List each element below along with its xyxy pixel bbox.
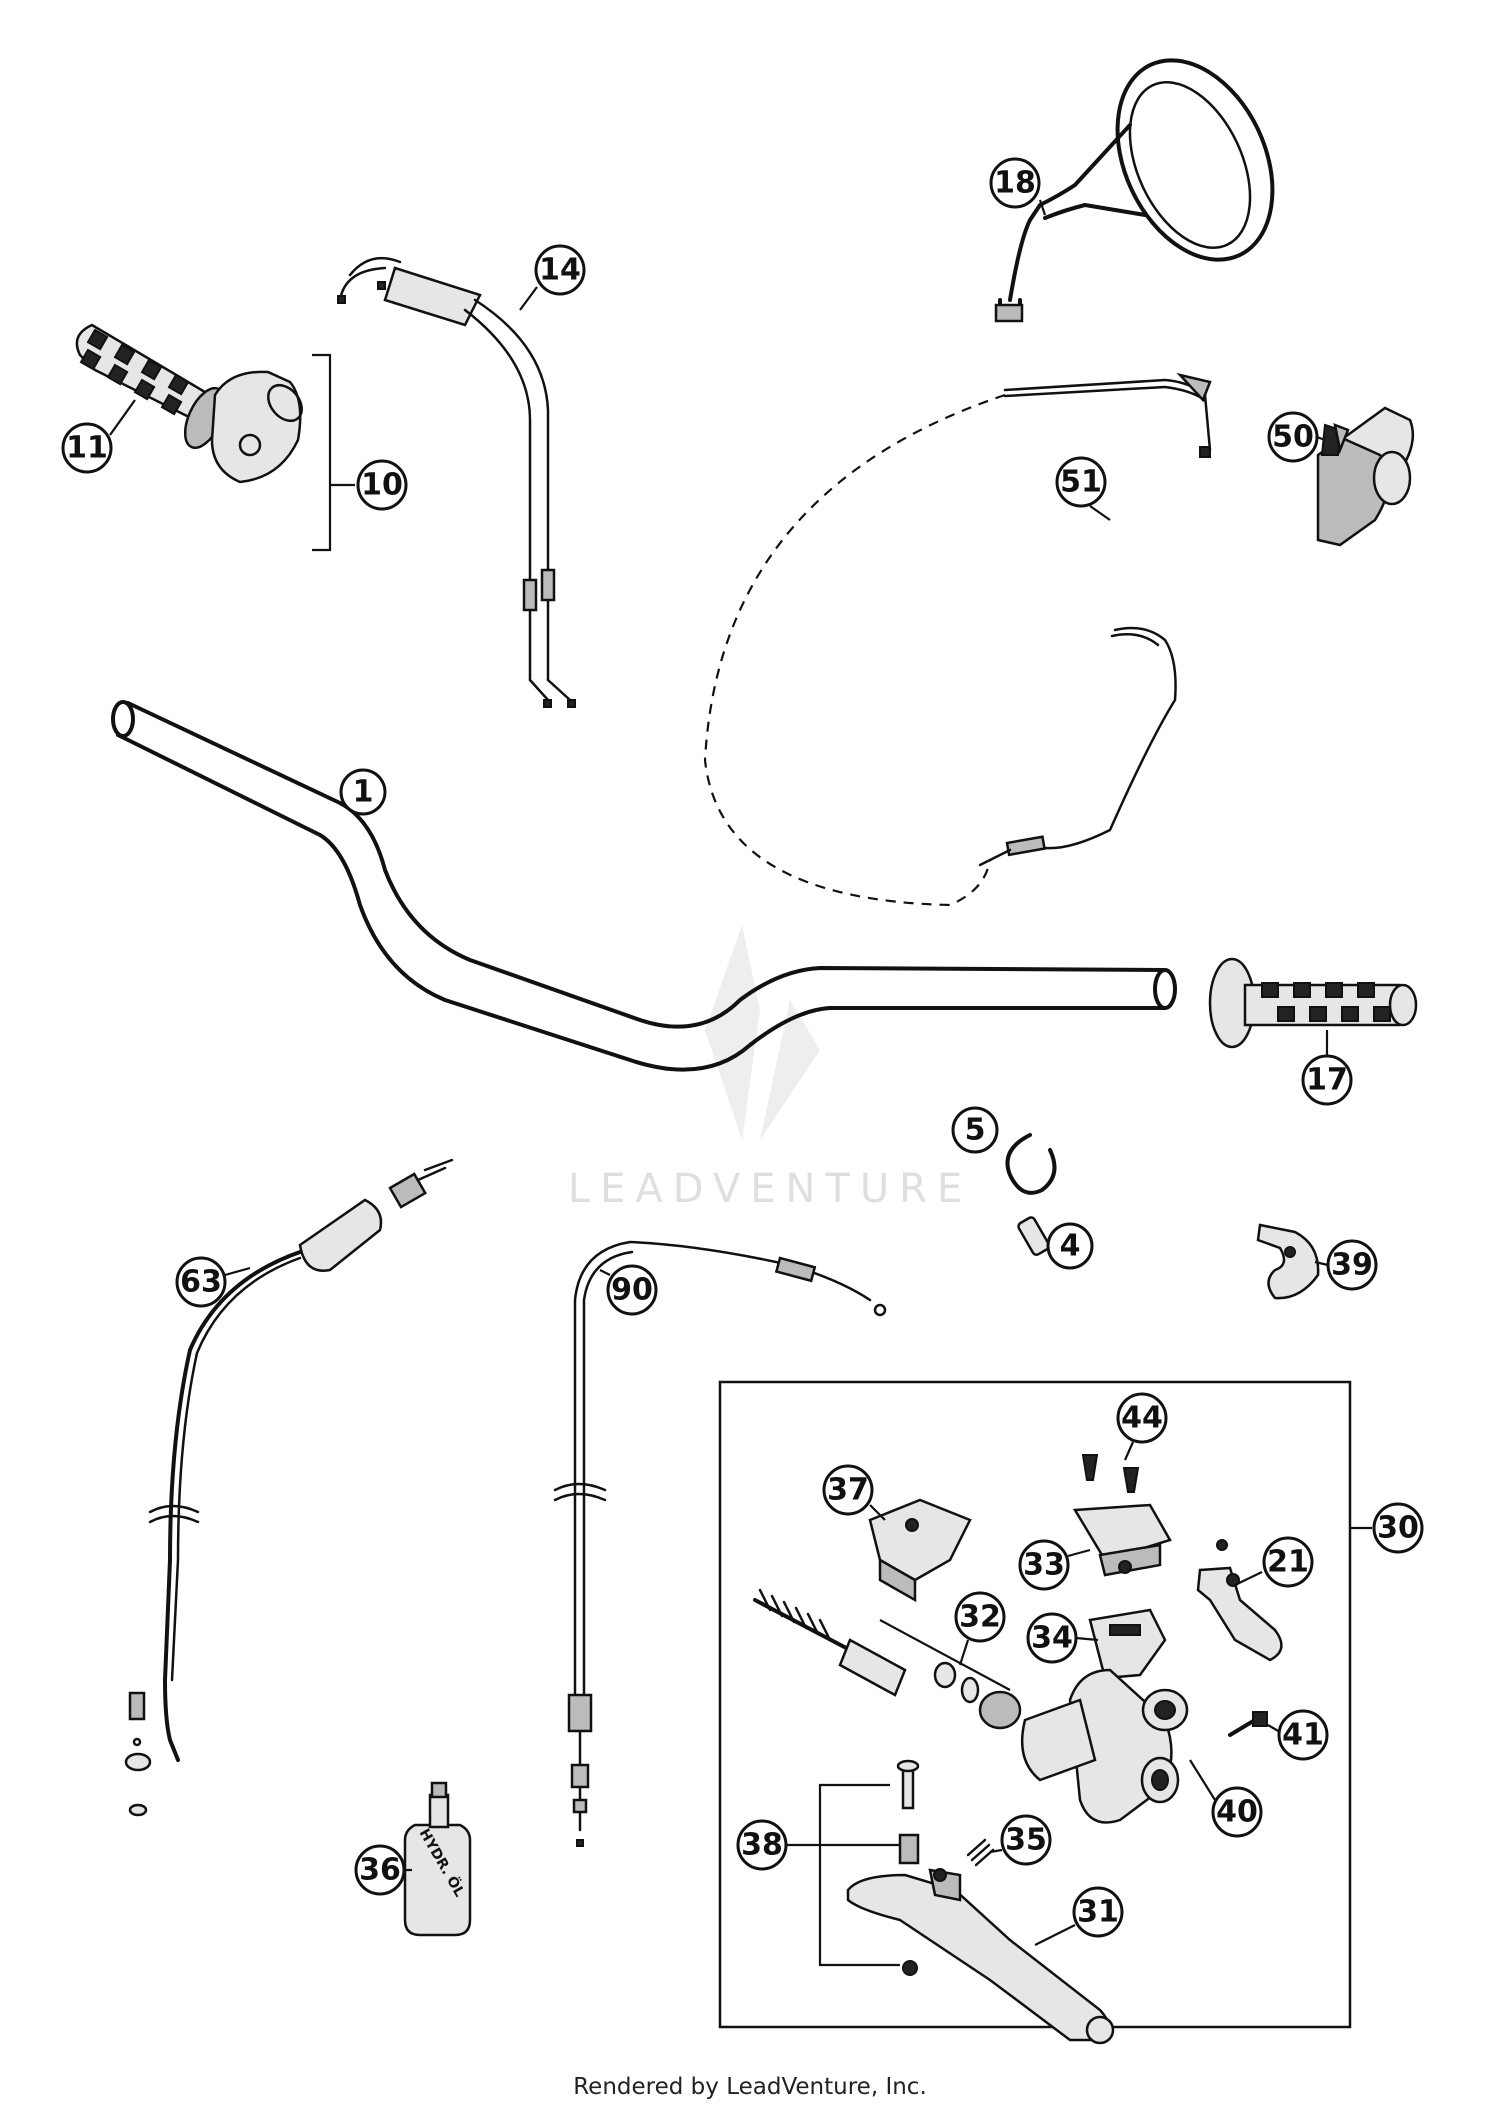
diaphragm xyxy=(1088,1608,1167,1680)
callout-label: 14 xyxy=(539,253,581,288)
callout-label: 31 xyxy=(1077,1895,1119,1930)
clamp-screw xyxy=(1228,1711,1268,1737)
pivot-bolt xyxy=(818,1759,920,1976)
callout-39: 39 xyxy=(1314,1239,1378,1291)
callout-37: 37 xyxy=(822,1464,886,1521)
callout-33: 33 xyxy=(1018,1539,1091,1591)
reservoir-cover xyxy=(1072,1503,1172,1577)
callout-32: 32 xyxy=(954,1591,1006,1666)
callout-11: 11 xyxy=(61,399,136,474)
callout-14: 14 xyxy=(519,244,586,311)
watermark-text: LEADVENTURE xyxy=(568,1166,972,1212)
callout-label: 36 xyxy=(359,1853,401,1888)
handlebar xyxy=(111,700,1177,1072)
callout-label: 90 xyxy=(611,1273,653,1308)
callout-50: 50 xyxy=(1267,411,1326,463)
callout-label: 35 xyxy=(1005,1823,1047,1858)
callout-label: 5 xyxy=(965,1113,986,1148)
callout-label: 10 xyxy=(361,468,403,503)
callout-label: 11 xyxy=(66,431,108,466)
callout-label: 21 xyxy=(1267,1545,1309,1580)
switch-housing xyxy=(1316,406,1415,547)
callout-label: 39 xyxy=(1331,1248,1373,1283)
clamp xyxy=(1256,1223,1320,1300)
piston-kit xyxy=(753,1588,1022,1730)
callout-label: 51 xyxy=(1060,465,1102,500)
callout-label: 30 xyxy=(1377,1511,1419,1546)
watermark: LEADVENTURE xyxy=(568,925,972,1212)
throttle-grip xyxy=(75,323,227,450)
callout-4: 4 xyxy=(1046,1222,1094,1270)
callout-51: 51 xyxy=(1055,456,1111,521)
lever-spring xyxy=(966,1838,995,1867)
callout-35: 35 xyxy=(989,1814,1052,1866)
decomp-cable xyxy=(553,1240,887,1847)
callout-label: 18 xyxy=(994,166,1036,201)
callout-31: 31 xyxy=(1034,1886,1124,1946)
clutch-lever xyxy=(846,1868,1115,2045)
callout-label: 38 xyxy=(741,1828,783,1863)
callout-label: 17 xyxy=(1306,1063,1348,1098)
callout-40: 40 xyxy=(1189,1759,1263,1838)
lever-cover xyxy=(868,1498,972,1603)
master-cylinder-body xyxy=(1020,1668,1189,1824)
callout-38: 38 xyxy=(736,1819,900,1871)
callout-5: 5 xyxy=(951,1106,999,1154)
mirror xyxy=(994,58,1275,323)
callout-label: 37 xyxy=(827,1473,869,1508)
callout-label: 33 xyxy=(1023,1548,1065,1583)
callout-label: 63 xyxy=(180,1265,222,1300)
callout-label: 34 xyxy=(1031,1621,1073,1656)
callout-label: 50 xyxy=(1272,420,1314,455)
circlip xyxy=(1005,1133,1057,1195)
callout-label: 1 xyxy=(353,775,374,810)
callout-36: 36 xyxy=(354,1844,412,1896)
callout-1: 1 xyxy=(339,768,387,816)
callout-10: 10 xyxy=(330,459,408,511)
callout-label: 44 xyxy=(1121,1401,1163,1436)
callout-90: 90 xyxy=(599,1264,658,1316)
hydraulic-hose xyxy=(124,1158,454,1817)
throttle-cables xyxy=(337,256,576,708)
callout-label: 41 xyxy=(1282,1718,1324,1753)
reservoir-screws xyxy=(1081,1454,1140,1493)
callout-label: 40 xyxy=(1216,1795,1258,1830)
callout-44: 44 xyxy=(1116,1392,1168,1461)
master-cylinder-box xyxy=(718,1380,1352,2029)
callout-21: 21 xyxy=(1234,1536,1314,1588)
throttle-housing xyxy=(210,353,332,552)
callout-34: 34 xyxy=(1026,1612,1099,1664)
callout-18: 18 xyxy=(989,157,1047,216)
adjuster-lever xyxy=(1196,1539,1283,1662)
choke-cable xyxy=(703,372,1212,907)
callout-label: 32 xyxy=(959,1600,1001,1635)
callout-30: 30 xyxy=(1350,1502,1424,1554)
callout-63: 63 xyxy=(175,1256,251,1308)
footer-credit: Rendered by LeadVenture, Inc. xyxy=(573,2074,927,2100)
callout-label: 4 xyxy=(1060,1229,1081,1264)
callout-41: 41 xyxy=(1267,1709,1329,1761)
callout-17: 17 xyxy=(1301,1030,1353,1106)
pin xyxy=(1017,1216,1051,1256)
hydraulic-oil-bottle: HYDR. ÖL xyxy=(403,1781,472,1937)
left-grip xyxy=(1208,957,1418,1049)
